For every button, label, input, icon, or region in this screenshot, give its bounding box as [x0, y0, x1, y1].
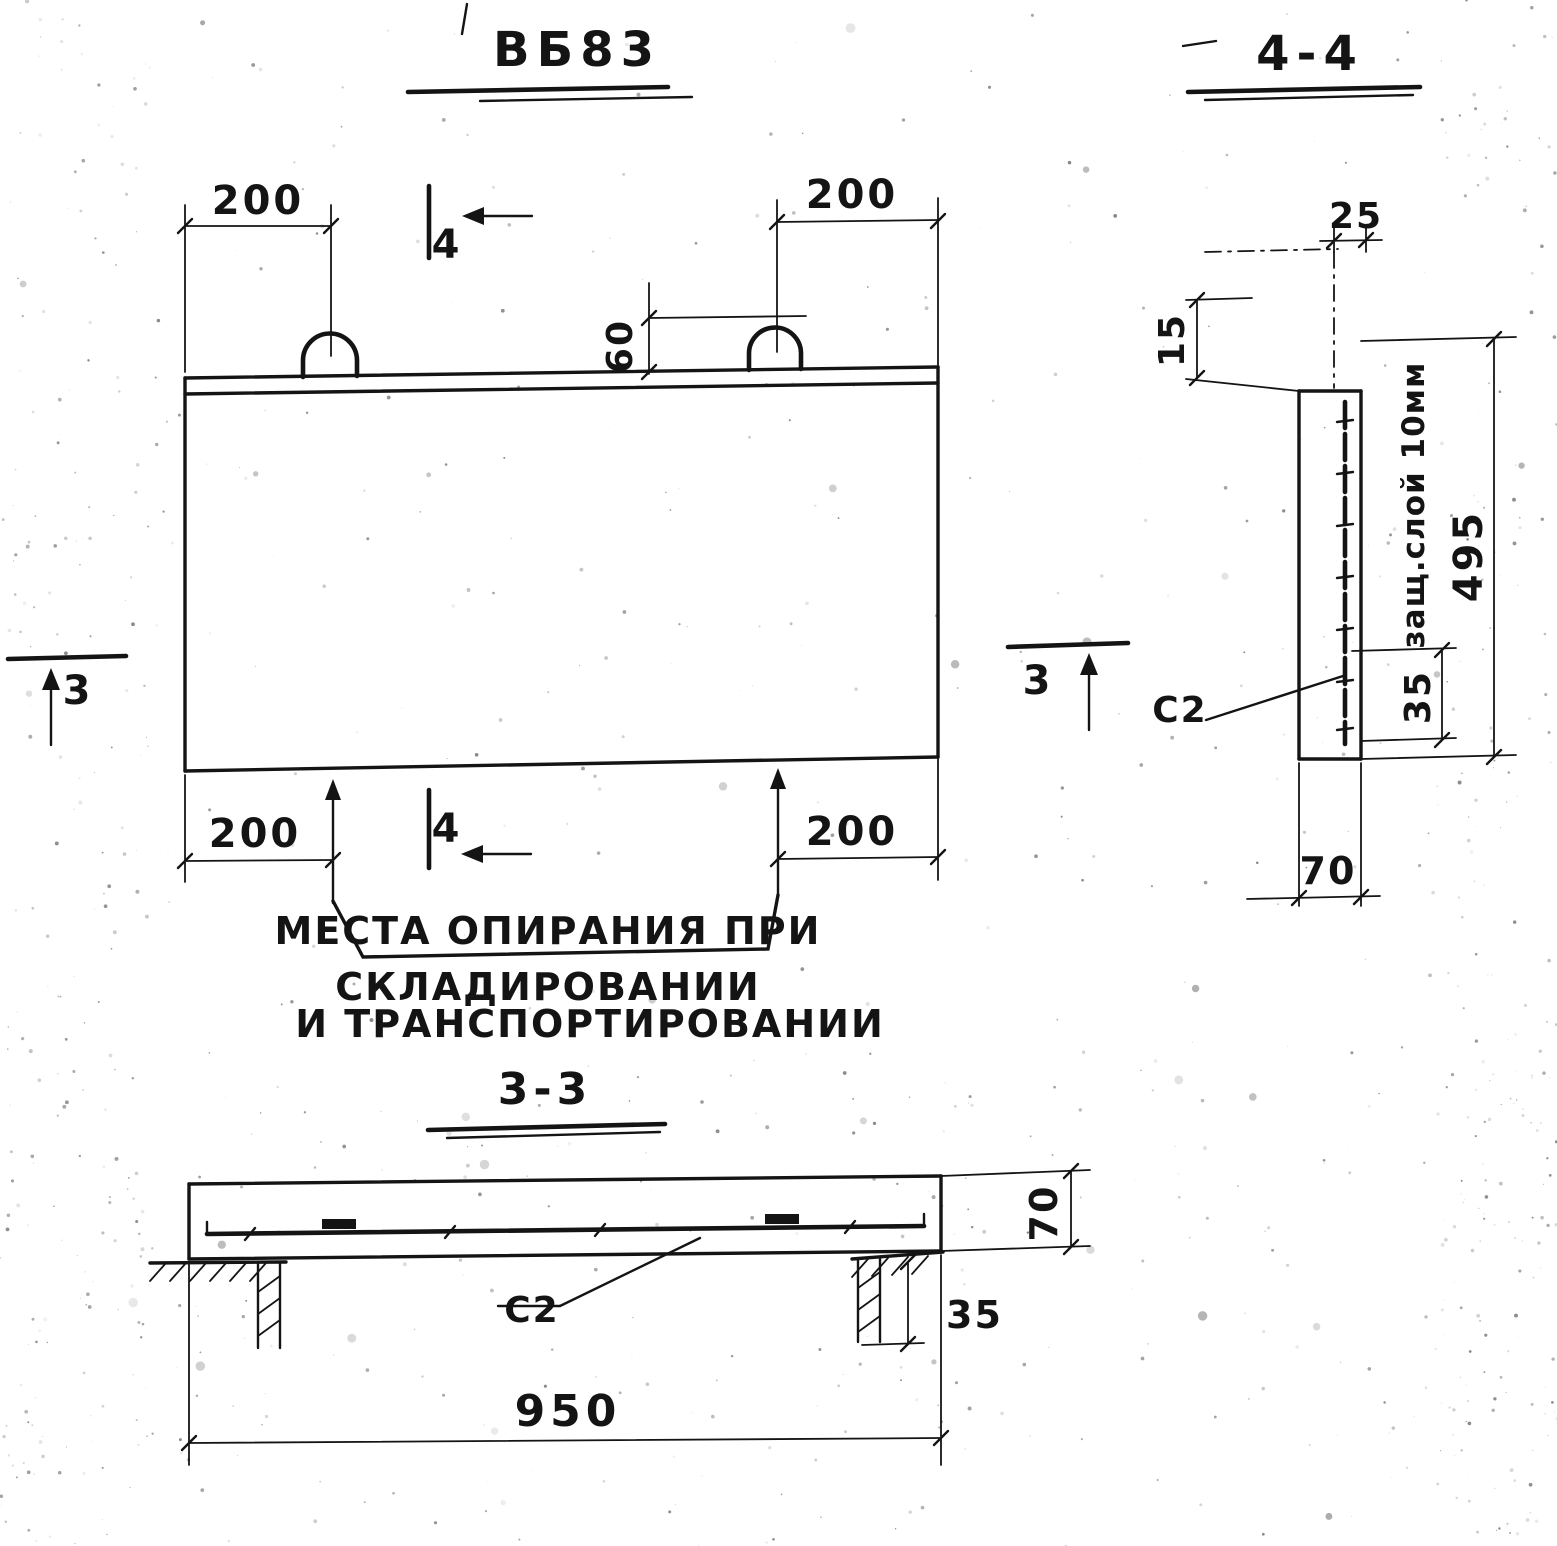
dim-bottom-left: 200 [178, 775, 340, 882]
dim-support-depth-35: 35 [862, 1255, 1003, 1351]
section-cut-4-bottom-label: 4 [432, 806, 463, 852]
panel-outline [185, 367, 938, 771]
dim-edge-offset-15: 15 [1152, 293, 1252, 385]
dim-loop-height: 60 [600, 283, 806, 379]
section-cut-3-left-label: 3 [63, 668, 94, 714]
slab-outline [189, 1176, 941, 1259]
dim-length-950: 950 [182, 1255, 948, 1465]
dim-thickness-70: 70 [1247, 763, 1380, 906]
panel-section-outline [1186, 379, 1361, 759]
lifting-loop-left [303, 333, 357, 377]
main-title-underline [408, 87, 692, 101]
dim-slab-thickness-value: 70 [1022, 1185, 1066, 1242]
section-4-4-title: 4-4 [1256, 26, 1364, 82]
dim-bottom-left-value: 200 [209, 811, 302, 857]
dim-loop-height-value: 60 [600, 319, 641, 373]
support-left-hatch [150, 1262, 286, 1348]
section-3-3-underline [428, 1124, 665, 1138]
section-cut-4-bottom: 4 [429, 790, 531, 868]
dim-top-offset-25: 25 [1205, 196, 1383, 388]
support-note-line3: И ТРАНСПОРТИРОВАНИИ [295, 1002, 885, 1046]
dim-top-left-value: 200 [212, 178, 305, 224]
dim-support-depth-value: 35 [946, 1293, 1003, 1337]
dim-top-offset-value: 25 [1329, 196, 1383, 237]
support-note: МЕСТА ОПИРАНИЯ ПРИ СКЛАДИРОВАНИИ И ТРАНС… [275, 909, 885, 1046]
section-cut-4-top: 4 [429, 186, 532, 268]
section-3-3-title: 3-3 [498, 1064, 593, 1115]
dim-edge-offset-value: 15 [1152, 313, 1193, 367]
lifting-loop-right [749, 328, 801, 370]
cover-layer-note: защ.слой 10мм [1396, 362, 1432, 649]
dim-thickness-value: 70 [1300, 849, 1357, 893]
section-3-3-view: 3-3 [150, 1064, 1090, 1465]
mesh-c2-section [1337, 402, 1353, 744]
section-cut-3-right-label: 3 [1023, 658, 1054, 704]
mesh-c2-label-33: С2 [504, 1290, 559, 1331]
dim-slab-thickness-70: 70 [941, 1164, 1090, 1254]
dim-top-left: 200 [178, 178, 338, 372]
dim-top-right-value: 200 [806, 172, 899, 218]
section-cut-3-right: 3 [1008, 643, 1128, 730]
dim-height-value: 495 [1446, 510, 1492, 603]
dim-mesh-offset-value: 35 [1398, 670, 1439, 724]
mesh-c2-label: С2 [1152, 690, 1207, 731]
mesh-c2-callout: С2 [1152, 676, 1343, 731]
dim-bottom-right-value: 200 [806, 809, 899, 855]
main-elevation-view: ВБ83 60 [8, 22, 1128, 1046]
support-right-hatch [852, 1252, 943, 1342]
reinforcement-bar [207, 1214, 924, 1240]
dim-mesh-offset-35: 35 [1352, 643, 1456, 747]
dim-bottom-right: 200 [771, 757, 945, 880]
main-view-title: ВБ83 [493, 22, 661, 78]
mesh-c2-callout-33: С2 [498, 1238, 700, 1331]
section-4-4-underline [1188, 87, 1420, 100]
section-cut-4-top-label: 4 [432, 222, 463, 268]
support-note-line1: МЕСТА ОПИРАНИЯ ПРИ [275, 909, 822, 953]
section-cut-3-left: 3 [8, 656, 126, 745]
dim-length-value: 950 [515, 1386, 622, 1437]
